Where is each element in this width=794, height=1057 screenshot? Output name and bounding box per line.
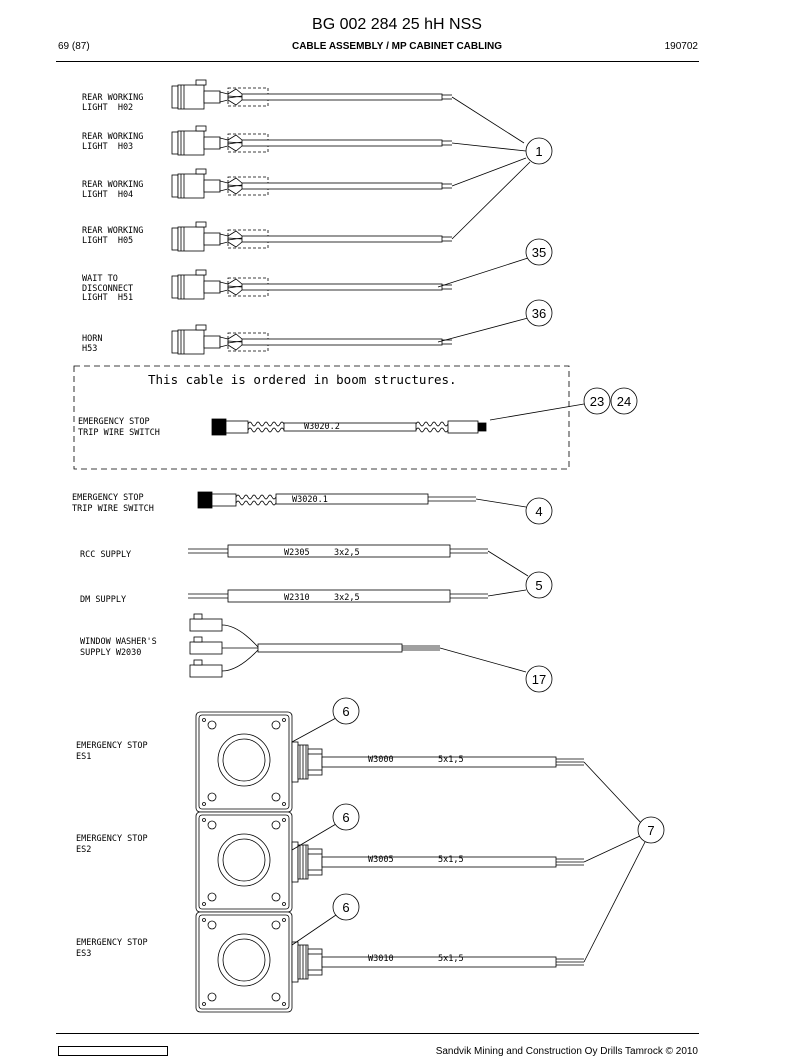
callout-1 [525, 137, 553, 165]
label-h04-line2: LIGHT H04 [82, 190, 133, 200]
callout-24 [610, 387, 638, 415]
callout-4-number: 4 [535, 504, 542, 519]
callout-5 [525, 571, 553, 599]
callout-6b [332, 803, 360, 831]
label-dm-supply: DM SUPPLY [80, 595, 126, 605]
callout-6b-number: 6 [342, 810, 349, 825]
label-h03-line2: LIGHT H03 [82, 142, 133, 152]
callout-24-number: 24 [617, 394, 631, 409]
boom-note: This cable is ordered in boom structures… [148, 372, 457, 387]
callout-7 [637, 816, 665, 844]
footer-copyright: Sandvik Mining and Construction Oy Drill… [435, 1046, 698, 1057]
callout-17-number: 17 [532, 672, 546, 687]
leaders-callout-6-7 [291, 717, 646, 963]
page-number: 69 (87) [58, 41, 90, 52]
cable-label-w3000: W3000 [368, 755, 394, 765]
label-h04-line1: REAR WORKING [82, 180, 143, 190]
label-h02-line2: LIGHT H02 [82, 103, 133, 113]
callout-36-number: 36 [532, 306, 546, 321]
callout-6a [332, 697, 360, 725]
connector-h04 [171, 168, 453, 199]
label-h03-line1: REAR WORKING [82, 132, 143, 142]
callout-1-number: 1 [535, 144, 542, 159]
callout-4 [525, 497, 553, 525]
section-title: CABLE ASSEMBLY / MP CABINET CABLING [291, 41, 503, 52]
cable-w3020-2 [211, 403, 585, 436]
label-es2-line1: EMERGENCY STOP [76, 834, 148, 844]
label-es-trip-1-line1: EMERGENCY STOP [78, 417, 150, 427]
cable-spec-w2310: 3x2,5 [334, 593, 360, 603]
cable-label-w3020-2: W3020.2 [304, 422, 340, 432]
label-h53-line2: H53 [82, 344, 97, 354]
callout-6c-number: 6 [342, 900, 349, 915]
callout-35-number: 35 [532, 245, 546, 260]
cable-spec-w2305: 3x2,5 [334, 548, 360, 558]
header-rule [56, 61, 699, 62]
label-h05-line2: LIGHT H05 [82, 236, 133, 246]
label-es-trip-2-line2: TRIP WIRE SWITCH [72, 504, 154, 514]
callout-6a-number: 6 [342, 704, 349, 719]
label-es3-line1: EMERGENCY STOP [76, 938, 148, 948]
leaders-callout-1 [437, 96, 531, 343]
cable-w2030 [189, 613, 527, 678]
cable-spec-w3010: 5x1,5 [438, 954, 464, 964]
label-h51-line2: DISCONNECT [82, 284, 133, 294]
callout-5-number: 5 [535, 578, 542, 593]
document-title: BG 002 284 25 hH NSS [312, 16, 482, 33]
callout-36 [525, 299, 553, 327]
callout-35 [525, 238, 553, 266]
cable-label-w3010: W3010 [368, 954, 394, 964]
callout-23-number: 23 [590, 394, 604, 409]
label-rcc-supply: RCC SUPPLY [80, 550, 131, 560]
callout-6c [332, 893, 360, 921]
label-h51-line1: WAIT TO [82, 274, 118, 284]
label-h51-line3: LIGHT H51 [82, 293, 133, 303]
callout-17 [525, 665, 553, 693]
label-washer-line2: SUPPLY W2030 [80, 648, 141, 658]
footer-rule [56, 1033, 699, 1034]
label-h53-line1: HORN [82, 334, 102, 344]
connector-h03 [171, 125, 453, 156]
cable-label-w2305: W2305 [284, 548, 310, 558]
connector-h05 [171, 221, 453, 252]
label-es2-line2: ES2 [76, 845, 91, 855]
cable-w2305 [188, 544, 529, 577]
label-washer-line1: WINDOW WASHER'S [80, 637, 157, 647]
label-h05-line1: REAR WORKING [82, 226, 143, 236]
connector-h02 [171, 79, 453, 110]
label-es1-line2: ES1 [76, 752, 91, 762]
cable-w2310 [188, 589, 527, 603]
label-es-trip-1-line2: TRIP WIRE SWITCH [78, 428, 160, 438]
cable-label-w3005: W3005 [368, 855, 394, 865]
callout-7-number: 7 [647, 823, 654, 838]
cable-spec-w3005: 5x1,5 [438, 855, 464, 865]
cable-w3020-1 [197, 491, 527, 509]
callout-23 [583, 387, 611, 415]
cable-label-w3020-1: W3020.1 [292, 495, 328, 505]
label-es1-line1: EMERGENCY STOP [76, 741, 148, 751]
boom-ordered-box [73, 365, 570, 470]
label-h02-line1: REAR WORKING [82, 93, 143, 103]
label-es3-line2: ES3 [76, 949, 91, 959]
connector-h51 [171, 269, 453, 300]
cable-label-w2310: W2310 [284, 593, 310, 603]
document-code: 190702 [664, 41, 698, 52]
connector-h53 [171, 324, 453, 355]
label-es-trip-2-line1: EMERGENCY STOP [72, 493, 144, 503]
cable-spec-w3000: 5x1,5 [438, 755, 464, 765]
